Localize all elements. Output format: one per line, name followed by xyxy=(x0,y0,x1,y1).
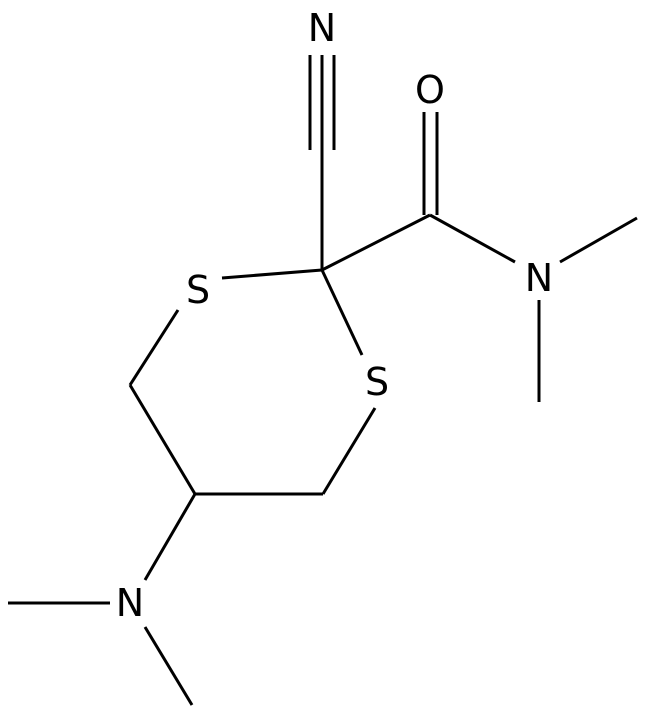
bond-c6-c5 xyxy=(128,384,197,495)
nitrile-triple-bond xyxy=(308,55,336,270)
bond-c4-s3 xyxy=(321,407,377,495)
bond-c2-s1 xyxy=(221,268,323,280)
bond-c2-s3 xyxy=(320,269,364,356)
bond-c2-carbonyl xyxy=(321,213,431,272)
bond-amine-methyl-2 xyxy=(143,626,194,706)
bond-amide-methyl-1 xyxy=(559,216,638,264)
ring-s1-label: S xyxy=(186,268,210,312)
bond-carbonyl-amide-n xyxy=(429,213,516,264)
ring-s2-label: S xyxy=(365,360,389,404)
nitrile-n-label: N xyxy=(308,6,336,50)
amide-n-label: N xyxy=(525,256,553,300)
amine-n-label: N xyxy=(116,581,144,625)
bond-c5-amine-n xyxy=(143,493,197,581)
bond-s1-c6 xyxy=(128,309,180,386)
carbonyl-double-bond xyxy=(422,112,439,215)
carbonyl-o-label: O xyxy=(415,68,445,112)
